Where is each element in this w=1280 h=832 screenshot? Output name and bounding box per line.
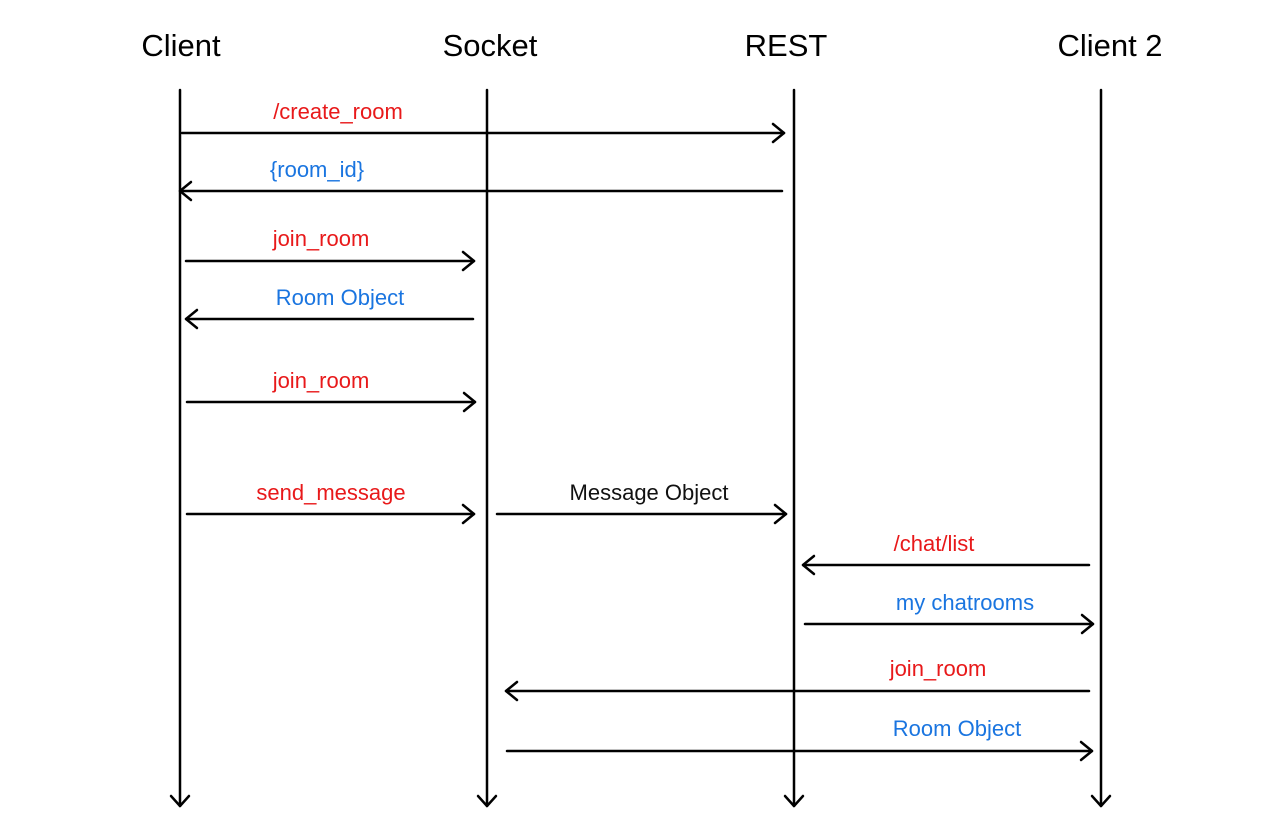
message-arrowhead xyxy=(773,503,788,525)
actor-rest: REST xyxy=(745,28,828,808)
message-join-room: join_room xyxy=(184,226,476,272)
message-arrowhead xyxy=(504,680,519,702)
actor-label-client: Client xyxy=(141,28,221,63)
message-label: /create_room xyxy=(273,99,403,124)
lifeline-arrowhead xyxy=(1090,794,1112,808)
actors-layer: Client Socket REST Client 2 xyxy=(141,28,1163,808)
message-arrowhead xyxy=(462,391,477,413)
message-arrowhead xyxy=(461,503,476,525)
message-chat-list: /chat/list xyxy=(801,531,1091,576)
message-label: my chatrooms xyxy=(896,590,1034,615)
message-label: join_room xyxy=(272,368,370,393)
message-label: join_room xyxy=(889,656,987,681)
message-create-room: /create_room xyxy=(180,99,786,144)
actor-label-rest: REST xyxy=(745,28,828,63)
message-label: /chat/list xyxy=(894,531,975,556)
actor-client: Client xyxy=(141,28,221,808)
message-room-object: Room Object xyxy=(505,716,1094,762)
actor-label-socket: Socket xyxy=(443,28,538,63)
message-arrowhead xyxy=(184,308,199,330)
message-arrowhead xyxy=(801,554,816,576)
actor-client2: Client 2 xyxy=(1057,28,1163,808)
lifeline-arrowhead xyxy=(783,794,805,808)
actor-socket: Socket xyxy=(443,28,538,808)
message-join-room: join_room xyxy=(504,656,1091,702)
message-arrowhead xyxy=(771,122,786,144)
message-arrowhead xyxy=(1080,613,1095,635)
message-label: send_message xyxy=(256,480,405,505)
message-room-object: Room Object xyxy=(184,285,475,330)
actor-label-client2: Client 2 xyxy=(1057,28,1162,63)
message-label: join_room xyxy=(272,226,370,251)
lifeline-arrowhead xyxy=(169,794,191,808)
message-my-chatrooms: my chatrooms xyxy=(803,590,1095,635)
message-message-object: Message Object xyxy=(495,480,788,525)
message-label: Room Object xyxy=(276,285,404,310)
message-arrowhead xyxy=(178,180,193,202)
lifeline-arrowhead xyxy=(476,794,498,808)
message-arrowhead xyxy=(1079,740,1094,762)
message-label: Room Object xyxy=(893,716,1021,741)
message-room-id: {room_id} xyxy=(178,157,784,202)
message-send-message: send_message xyxy=(185,480,476,525)
message-label: {room_id} xyxy=(270,157,364,182)
message-arrowhead xyxy=(461,250,476,272)
message-label: Message Object xyxy=(570,480,729,505)
message-join-room: join_room xyxy=(185,368,477,413)
